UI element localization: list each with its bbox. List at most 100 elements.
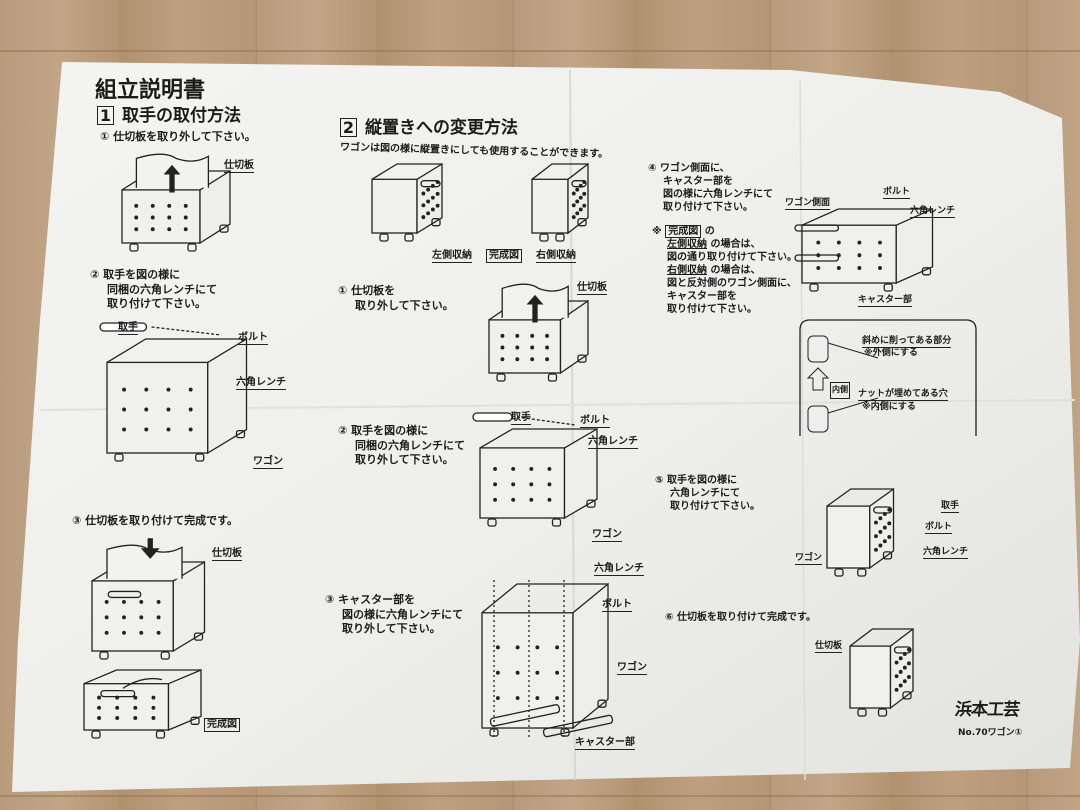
- caster-wheel: [547, 373, 558, 382]
- hole-dot: [144, 427, 149, 432]
- floor-seam: [0, 795, 1080, 797]
- caster-wheel: [877, 708, 888, 717]
- hole-dot: [874, 547, 878, 552]
- maker-logo: 浜本工芸: [953, 700, 1021, 720]
- top-edge: [371, 163, 442, 180]
- hole-dot: [575, 211, 580, 216]
- label-wagon: ワゴン: [592, 529, 622, 542]
- label-hex-wrench: 六角レンチ: [910, 206, 956, 218]
- hole-dot: [535, 645, 540, 650]
- label-wagon: ワゴン: [795, 553, 823, 565]
- vertical-wagon-left-diagram: [371, 162, 443, 242]
- hole-dot: [535, 696, 540, 700]
- caster-rail: [794, 254, 840, 262]
- vertical-wagon-right-diagram: [531, 162, 589, 242]
- caster-wheel: [404, 233, 414, 242]
- side-panel: [869, 487, 895, 570]
- hole-dot: [515, 645, 520, 650]
- hole-dot: [582, 203, 587, 208]
- front-panel: [488, 319, 562, 374]
- caster-wheel: [551, 518, 562, 527]
- caster-detail-callout: [799, 319, 977, 436]
- hole-dot: [906, 674, 911, 679]
- hole-dot: [575, 199, 580, 204]
- handle-slot: [107, 590, 142, 599]
- hole-dot: [104, 599, 109, 604]
- vertical-wagon-complete-diagram: [849, 627, 914, 717]
- hole-dot: [183, 203, 188, 208]
- hole-dot: [511, 497, 516, 502]
- side-panel: [895, 207, 934, 285]
- hole-dot: [421, 215, 426, 220]
- label-complete: 完成図: [486, 249, 522, 263]
- note-outer-side: ※外側にする: [864, 348, 918, 358]
- hole-dot: [156, 615, 161, 620]
- wagon-handle-diagram: [472, 412, 598, 527]
- divider-board: [122, 677, 163, 689]
- s2-step5-text: ⑤ 取手を図の様に 六角レンチにて 取り付けて下さい。: [655, 475, 760, 512]
- label-complete: 完成図: [204, 718, 240, 732]
- label-divider: 仕切板: [224, 160, 254, 173]
- hole-dot: [555, 645, 560, 650]
- top-edge: [801, 208, 933, 226]
- hole-dot: [887, 521, 892, 526]
- label-divider: 仕切板: [815, 641, 843, 653]
- caster-wheel: [857, 568, 867, 577]
- hole-dot: [545, 333, 550, 338]
- hole-dot: [515, 345, 520, 350]
- hole-dot: [894, 660, 899, 665]
- hole-dot: [878, 516, 883, 521]
- caster-rail: [542, 714, 614, 738]
- hole-dot: [495, 670, 500, 675]
- caster-wheel: [487, 518, 497, 527]
- hole-dot: [493, 482, 498, 487]
- hole-dot: [571, 215, 576, 220]
- caster-wheel: [235, 429, 246, 439]
- model-number: No.70ワゴン①: [958, 728, 1023, 738]
- caster-wheel: [902, 691, 912, 700]
- caster-wheel: [195, 453, 205, 462]
- hole-dot: [144, 387, 149, 392]
- hole-dot: [144, 407, 149, 412]
- caster-wheel: [577, 354, 587, 363]
- hole-dot: [555, 696, 560, 700]
- hole-dot: [878, 240, 882, 245]
- hole-dot: [857, 266, 862, 270]
- hole-dot: [156, 630, 161, 635]
- hole-dot: [134, 227, 139, 232]
- hole-dot: [166, 427, 171, 432]
- label-bolt: ボルト: [238, 332, 268, 345]
- hole-dot: [183, 227, 188, 232]
- label-handle: 取手: [511, 412, 531, 425]
- hole-dot: [857, 240, 862, 245]
- hole-dot: [816, 240, 821, 245]
- hole-dot: [104, 630, 109, 635]
- handle-slot: [420, 180, 441, 188]
- up-arrow-icon: [526, 294, 544, 323]
- hole-dot: [166, 407, 171, 412]
- handle-bar: [99, 322, 148, 332]
- hole-dot: [115, 705, 120, 710]
- hole-dot: [511, 466, 516, 471]
- hole-dot: [529, 482, 534, 487]
- section-title: 取手の取付方法: [122, 106, 241, 126]
- hole-dot: [150, 215, 155, 220]
- label-wagon: ワゴン: [617, 662, 647, 675]
- hole-dot: [426, 187, 431, 192]
- caster-wheel: [431, 218, 441, 227]
- side-panel: [207, 337, 248, 455]
- label-left-storage: 左側収納: [432, 250, 472, 263]
- hole-dot: [430, 207, 435, 212]
- caster-wheel: [921, 267, 932, 276]
- hole-dot: [134, 215, 139, 220]
- hole-dot: [535, 670, 540, 675]
- hole-dot: [97, 705, 102, 710]
- hole-dot: [902, 679, 907, 684]
- hole-dot: [511, 482, 516, 487]
- wagon-complete-diagram: [83, 669, 202, 739]
- front-panel: [479, 447, 566, 519]
- hole-dot: [515, 696, 520, 700]
- hole-dot: [515, 357, 520, 362]
- wagon-diagram: [91, 538, 206, 660]
- caster-wheel: [539, 233, 549, 242]
